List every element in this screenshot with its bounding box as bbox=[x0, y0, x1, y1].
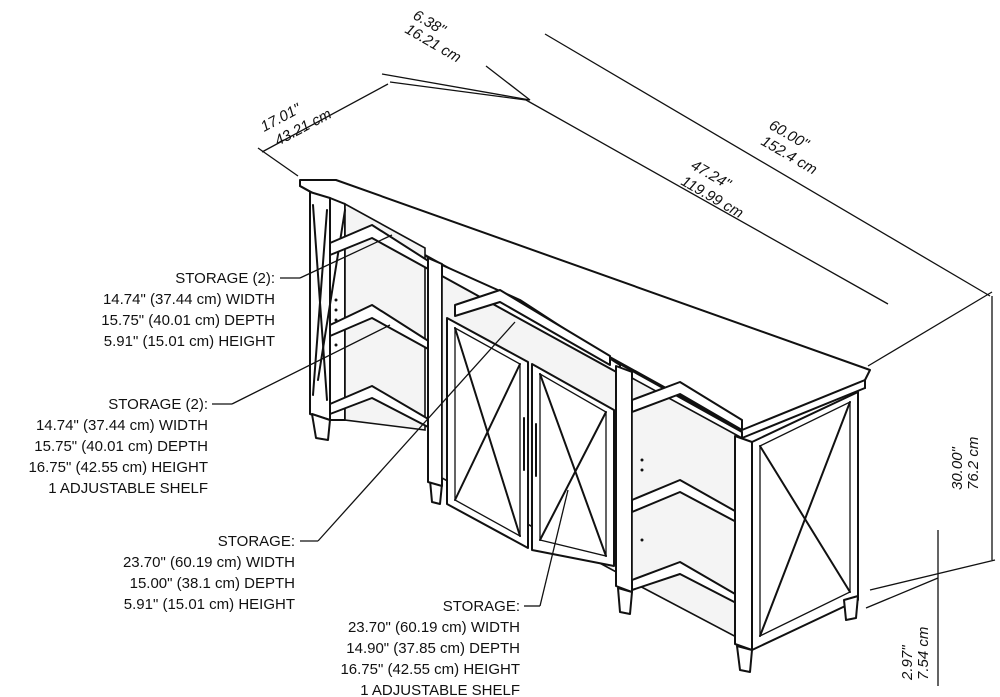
svg-text:15.75" (40.01 cm) DEPTH: 15.75" (40.01 cm) DEPTH bbox=[101, 312, 275, 329]
callout-center-cabinet-storage: STORAGE: 23.70" (60.19 cm) WIDTH 14.90" … bbox=[340, 489, 569, 697]
svg-text:5.91" (15.01 cm) HEIGHT: 5.91" (15.01 cm) HEIGHT bbox=[104, 333, 275, 350]
svg-text:16.75" (42.55 cm) HEIGHT: 16.75" (42.55 cm) HEIGHT bbox=[340, 661, 520, 678]
svg-text:14.90" (37.85 cm) DEPTH: 14.90" (37.85 cm) DEPTH bbox=[346, 640, 520, 657]
leg-cm: 7.54 cm bbox=[915, 627, 932, 680]
callout-title: STORAGE (2): bbox=[175, 270, 275, 287]
right-upper-shelf bbox=[631, 381, 743, 431]
svg-text:23.70" (60.19 cm) WIDTH: 23.70" (60.19 cm) WIDTH bbox=[123, 554, 295, 571]
callout-upper-side-storage: STORAGE (2): 14.74" (37.44 cm) WIDTH 15.… bbox=[101, 234, 393, 350]
svg-text:15.00" (38.1 cm) DEPTH: 15.00" (38.1 cm) DEPTH bbox=[130, 575, 295, 592]
svg-text:15.75" (40.01 cm) DEPTH: 15.75" (40.01 cm) DEPTH bbox=[34, 438, 208, 455]
callout-title: STORAGE: bbox=[218, 533, 295, 550]
console-drawing bbox=[299, 179, 871, 673]
svg-text:1 ADJUSTABLE SHELF: 1 ADJUSTABLE SHELF bbox=[360, 682, 520, 697]
dimension-lines bbox=[257, 33, 996, 686]
right-front-post bbox=[734, 435, 753, 651]
svg-text:14.74" (37.44 cm) WIDTH: 14.74" (37.44 cm) WIDTH bbox=[36, 417, 208, 434]
callout-title: STORAGE (2): bbox=[108, 396, 208, 413]
svg-text:14.74" (37.44 cm) WIDTH: 14.74" (37.44 cm) WIDTH bbox=[103, 291, 275, 308]
leg-inches: 2.97" bbox=[899, 645, 916, 681]
center-right-post bbox=[615, 365, 633, 593]
callout-lower-side-storage: STORAGE (2): 14.74" (37.44 cm) WIDTH 15.… bbox=[28, 324, 391, 497]
svg-text:1 ADJUSTABLE SHELF: 1 ADJUSTABLE SHELF bbox=[48, 480, 208, 497]
center-left-post bbox=[427, 257, 443, 487]
callout-center-top-storage: STORAGE: 23.70" (60.19 cm) WIDTH 15.00" … bbox=[123, 321, 516, 613]
callout-title: STORAGE: bbox=[443, 598, 520, 615]
svg-text:16.75" (42.55 cm) HEIGHT: 16.75" (42.55 cm) HEIGHT bbox=[28, 459, 208, 476]
svg-text:5.91" (15.01 cm) HEIGHT: 5.91" (15.01 cm) HEIGHT bbox=[124, 596, 295, 613]
left-side-post bbox=[329, 197, 346, 421]
height-inches: 30.00" bbox=[949, 446, 966, 490]
svg-text:23.70" (60.19 cm) WIDTH: 23.70" (60.19 cm) WIDTH bbox=[348, 619, 520, 636]
height-cm: 76.2 cm bbox=[965, 437, 982, 490]
